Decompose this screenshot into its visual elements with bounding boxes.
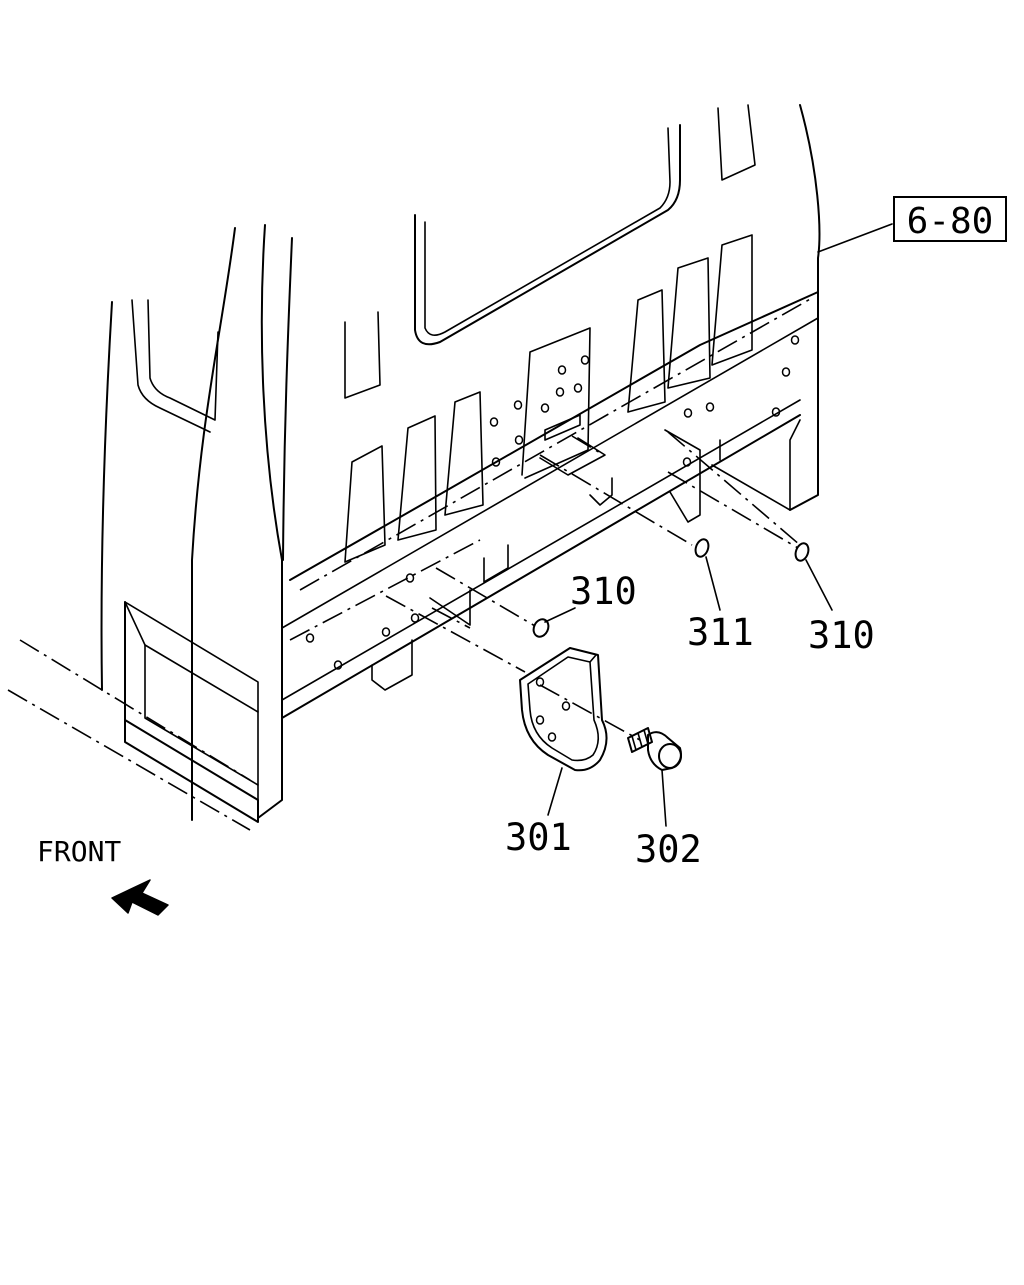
bracket-301 xyxy=(519,647,608,772)
callout-310-left: 310 xyxy=(570,570,637,613)
reference-label: 6-80 xyxy=(907,201,994,242)
washer-311 xyxy=(694,538,710,558)
washer-310-right xyxy=(794,542,810,562)
bolt-302 xyxy=(627,727,682,771)
callout-301: 301 xyxy=(505,816,572,859)
callout-302: 302 xyxy=(635,828,702,871)
cab-body xyxy=(7,104,821,831)
callout-311: 311 xyxy=(687,611,754,654)
front-label: FRONT xyxy=(37,835,121,868)
washer-310-left xyxy=(532,618,550,638)
leader-lines xyxy=(544,223,893,827)
exploded-fastener-lines xyxy=(385,431,801,741)
callout-310-right: 310 xyxy=(808,614,875,657)
front-arrow-icon xyxy=(111,879,169,916)
reference-box: 6-80 xyxy=(893,196,1007,242)
